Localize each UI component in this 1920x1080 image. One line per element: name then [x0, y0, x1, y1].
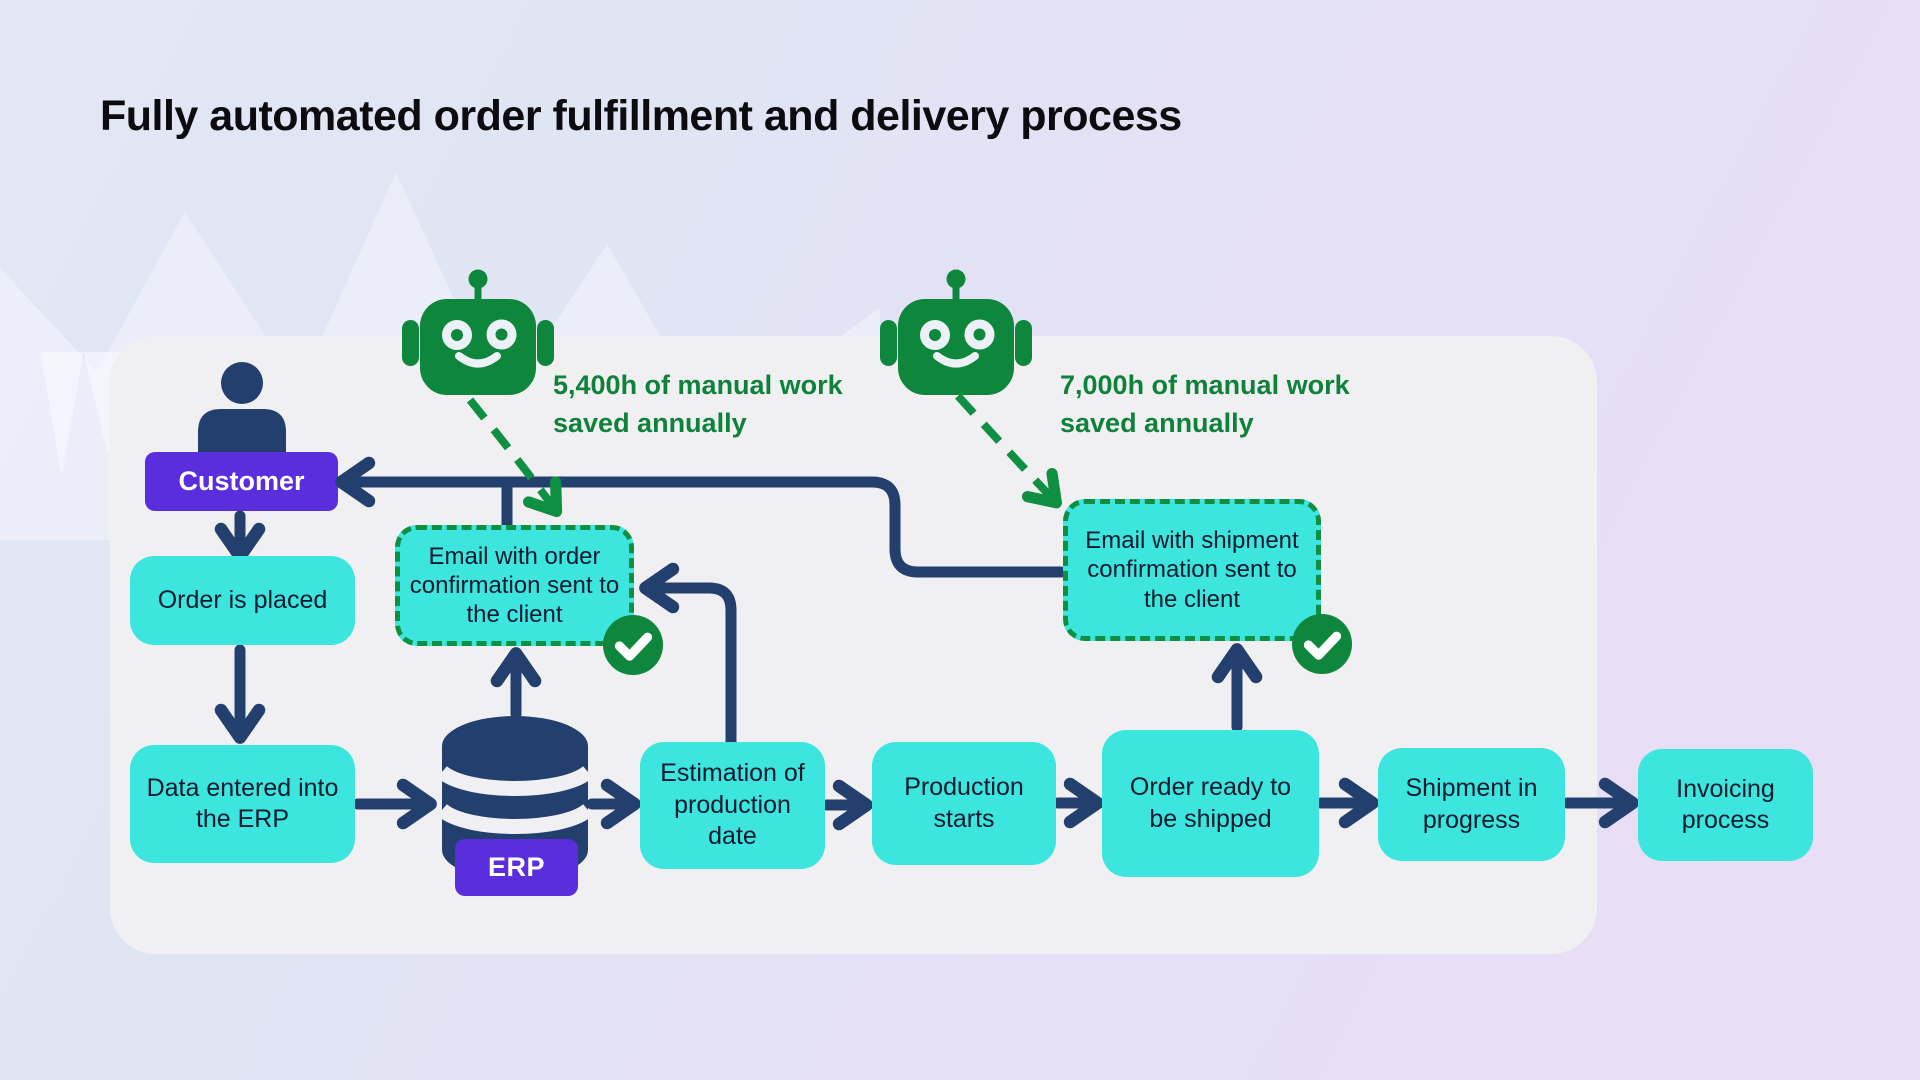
step-data-entered-erp: Data entered into the ERP [130, 745, 355, 863]
automation-callout: 5,400h of manual work saved annually [553, 366, 843, 442]
step-production-starts: Production starts [872, 742, 1056, 865]
step-estimation-production-date: Estimation of production date [640, 742, 825, 869]
erp-label: ERP [455, 839, 578, 896]
check-icon [602, 614, 664, 676]
customer-icon [198, 362, 286, 456]
step-order-ready-shipped: Order ready to be shipped [1102, 730, 1319, 877]
callout-line-2: saved annually [1060, 408, 1254, 438]
page-title: Fully automated order fulfillment and de… [100, 92, 1182, 140]
robot-icon [398, 263, 558, 397]
robot-icon [876, 263, 1036, 397]
erp-label-text: ERP [487, 852, 546, 882]
step-order-placed: Order is placed [130, 556, 355, 645]
email-shipment-confirmation: Email with shipment confirmation sent to… [1063, 499, 1321, 641]
callout-line-2: saved annually [553, 408, 747, 438]
step-invoicing-process: Invoicing process [1638, 749, 1813, 861]
automation-callout: 7,000h of manual work saved annually [1060, 366, 1350, 442]
customer-label-text: Customer [178, 466, 305, 496]
check-icon [1291, 613, 1353, 675]
step-shipment-in-progress: Shipment in progress [1378, 748, 1565, 861]
customer-label: Customer [145, 452, 338, 511]
email-order-confirmation: Email with order confirmation sent to th… [395, 525, 634, 646]
callout-line-1: 7,000h of manual work [1060, 370, 1350, 400]
callout-line-1: 5,400h of manual work [553, 370, 843, 400]
